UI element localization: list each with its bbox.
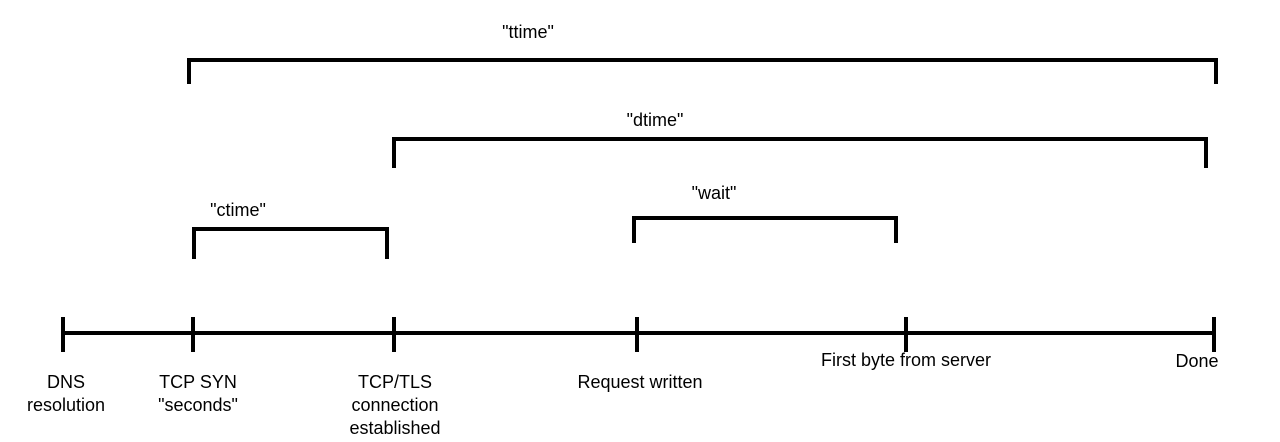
- milestone-tcp-tls: TCP/TLS connection established: [349, 372, 441, 438]
- wait-bracket: [632, 216, 898, 243]
- wait-span-label: "wait": [691, 183, 737, 203]
- timeline-axis: [63, 331, 1216, 335]
- milestone-request-written: Request written: [577, 372, 703, 392]
- milestone-dns-resolution: DNS resolution: [26, 372, 106, 415]
- milestone-tcp-syn: TCP SYN "seconds": [158, 372, 238, 415]
- ttime-span-label: "ttime": [502, 22, 554, 42]
- ctime-span-label: "ctime": [210, 200, 266, 220]
- timeline-tick-first-byte: [904, 317, 908, 352]
- ctime-bracket: [192, 227, 389, 259]
- timeline-tick-tcp-syn: [191, 317, 195, 352]
- timeline-tick-dns-resolution: [61, 317, 65, 352]
- milestone-done: Done: [1175, 351, 1219, 371]
- dtime-bracket: [392, 137, 1208, 168]
- timeline-tick-tcp-tls: [392, 317, 396, 352]
- ttime-bracket: [187, 58, 1218, 84]
- milestone-first-byte: First byte from server: [820, 350, 992, 370]
- dtime-span-label: "dtime": [626, 110, 684, 130]
- timeline-tick-request-written: [635, 317, 639, 352]
- timeline-tick-done: [1212, 317, 1216, 352]
